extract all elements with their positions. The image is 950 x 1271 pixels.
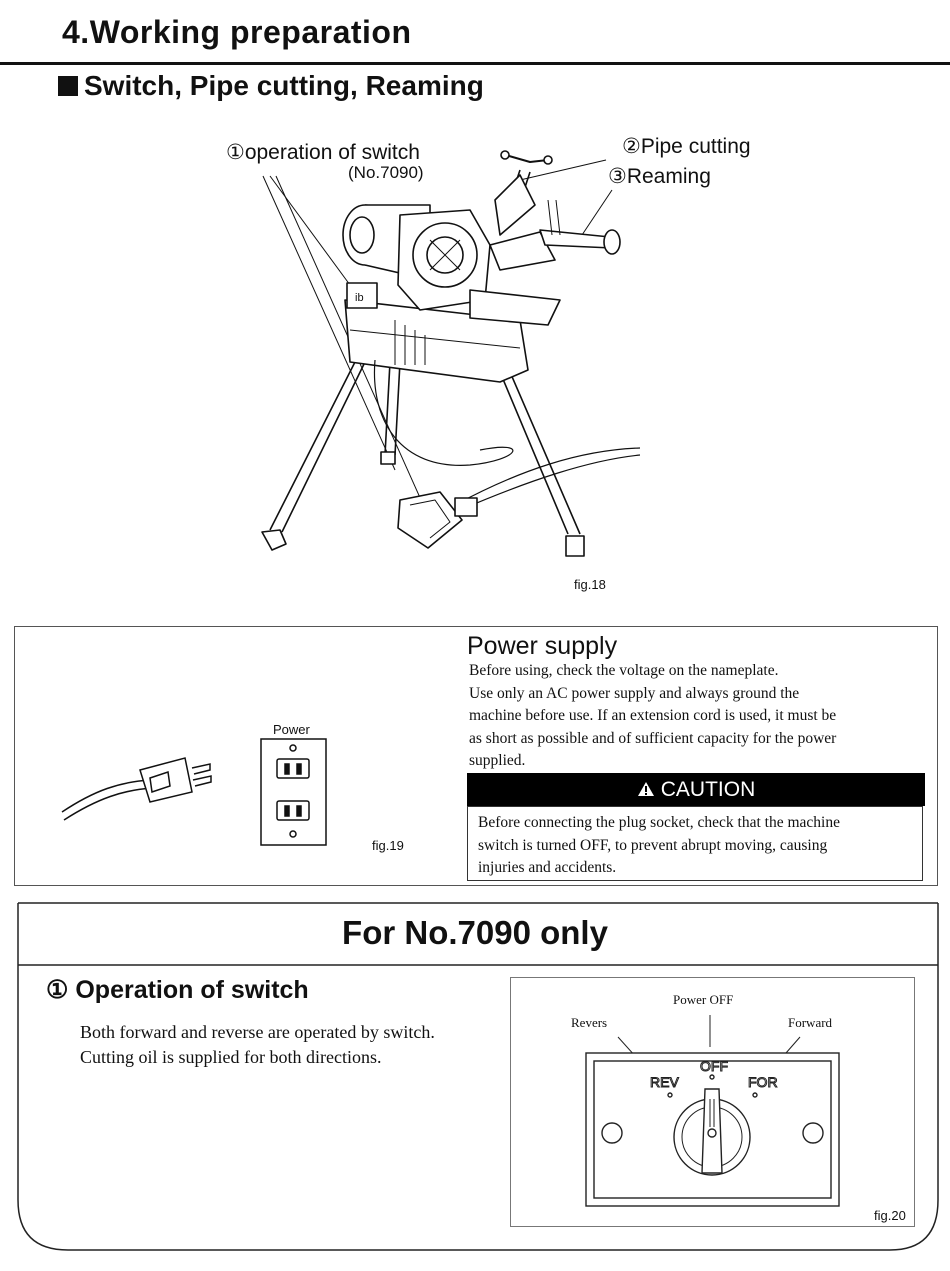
- square-bullet-icon: [58, 76, 78, 96]
- callout-pipe-cutting: ②Pipe cutting: [622, 135, 751, 158]
- text-line: supplied.: [469, 752, 526, 769]
- fig20-forward-label: Forward: [788, 1015, 833, 1030]
- power-supply-box: [14, 626, 938, 886]
- fig19-label: fig.19: [372, 838, 404, 853]
- fig20-power-off-label: Power OFF: [673, 992, 734, 1007]
- text-line: Cutting oil is supplied for both directi…: [80, 1047, 382, 1067]
- callout-model-number: (No.7090): [348, 163, 424, 182]
- section-heading: Switch, Pipe cutting, Reaming: [58, 70, 484, 102]
- page-title: 4.Working preparation: [62, 14, 412, 50]
- power-supply-text: Before using, check the voltage on the n…: [469, 660, 924, 773]
- power-supply-title: Power supply: [467, 632, 618, 660]
- caution-text: Before connecting the plug socket, check…: [478, 812, 918, 880]
- fig20-box: [510, 977, 915, 1227]
- callout-reaming: ③Reaming: [608, 165, 711, 188]
- text-line: switch is turned OFF, to prevent abrupt …: [478, 836, 828, 854]
- caution-label: CAUTION: [660, 778, 756, 801]
- dial-for-marking: FOR: [748, 1074, 779, 1091]
- dial-rev-marking: REV: [650, 1074, 680, 1091]
- caution-banner: CAUTION: [467, 773, 925, 806]
- caution-box: [467, 806, 923, 881]
- text-line: machine before use. If an extension cord…: [469, 707, 837, 724]
- fig20-revers-label: Revers: [571, 1015, 608, 1030]
- title-rule: [0, 62, 950, 65]
- model-only-title: For No.7090 only: [342, 914, 608, 951]
- fig20-switch-dial-illustration: [585, 1015, 840, 1207]
- dial-off-marking: OFF: [700, 1058, 729, 1075]
- text-line: Use only an AC power supply and always g…: [469, 684, 800, 702]
- text-line: Both forward and reverse are operated by…: [80, 1022, 435, 1042]
- text-line: injuries and accidents.: [478, 859, 617, 876]
- outlet-power-label: Power: [273, 722, 310, 737]
- fig20-label: fig.20: [874, 1208, 906, 1223]
- callout-operation-of-switch: ①operation of switch: [226, 141, 420, 164]
- warning-triangle-icon: [637, 782, 654, 796]
- fig19-plug-and-outlet-illustration: [61, 738, 327, 846]
- caution-label-row: CAUTION: [467, 773, 925, 806]
- section-heading-text: Switch, Pipe cutting, Reaming: [84, 70, 484, 101]
- text-line: as short as possible and of sufficient c…: [469, 729, 837, 747]
- fig18-machine-illustration: ib: [261, 150, 641, 557]
- fig18-label: fig.18: [574, 577, 606, 592]
- text-line: Before connecting the plug socket, check…: [478, 814, 840, 831]
- operation-of-switch-text: Both forward and reverse are operated by…: [80, 1020, 500, 1070]
- text-line: Before using, check the voltage on the n…: [469, 662, 779, 679]
- svg-text:ib: ib: [355, 292, 364, 304]
- operation-of-switch-heading: ① Operation of switch: [46, 976, 309, 1004]
